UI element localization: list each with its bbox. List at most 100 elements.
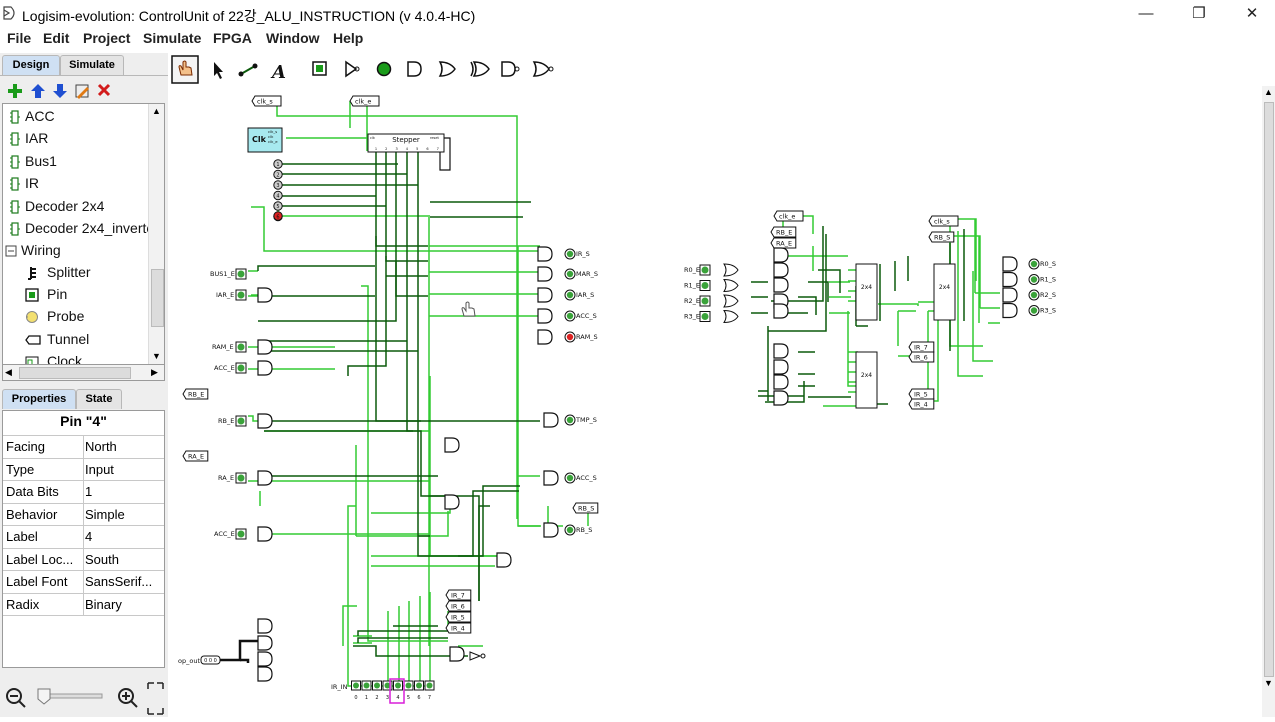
menu-project[interactable]: Project <box>83 30 131 46</box>
zoom-slider[interactable] <box>37 688 103 705</box>
and-gate-r1-2[interactable] <box>773 277 789 293</box>
and-gate-low-1[interactable] <box>257 635 273 651</box>
tunnel-rb-e[interactable]: RB_E <box>182 388 209 400</box>
tree-vertical-scrollbar[interactable]: ▲ ▼ <box>148 104 164 364</box>
input-pin-ra_e-5[interactable] <box>235 472 247 484</box>
and-gate-r1-4[interactable] <box>773 303 789 319</box>
and-gate-r1-0[interactable] <box>773 247 789 263</box>
select-tool-icon[interactable] <box>214 62 223 79</box>
and-gate-low-2[interactable] <box>257 651 273 667</box>
tree-item-acc[interactable]: ACC <box>3 107 147 129</box>
property-value[interactable]: SansSerif... <box>85 574 153 589</box>
scroll-right-icon[interactable]: ▶ <box>151 367 158 377</box>
not-gate[interactable] <box>469 651 482 661</box>
and-gate-r2-1[interactable] <box>773 359 789 375</box>
tab-state[interactable]: State <box>76 389 122 409</box>
tunnel-ir-4-2[interactable]: IR_4 <box>908 398 935 410</box>
tree-item-decoder-2x4[interactable]: Decoder 2x4 <box>3 197 147 219</box>
ir-in-pin-0[interactable] <box>351 680 361 691</box>
tunnel-ir-7-2[interactable]: IR_7 <box>908 341 935 353</box>
or-gate-reg-3[interactable] <box>723 309 739 324</box>
and-gate-low-3[interactable] <box>257 666 273 682</box>
property-value[interactable]: Simple <box>85 506 125 522</box>
text-tool-icon[interactable]: A <box>270 62 286 83</box>
nor-gate-tool-icon[interactable] <box>532 61 554 77</box>
property-value[interactable]: North <box>85 439 117 454</box>
menu-window[interactable]: Window <box>266 30 320 46</box>
edit-appearance-icon[interactable] <box>75 84 89 99</box>
close-window-button[interactable]: ✕ <box>1245 5 1259 22</box>
and-gate-tool-icon[interactable] <box>407 61 422 77</box>
tree-item-tunnel[interactable]: Tunnel <box>3 330 147 352</box>
and-gate-out-4[interactable] <box>537 329 553 345</box>
poke-tool-icon[interactable] <box>171 55 199 84</box>
move-down-icon[interactable] <box>53 84 67 98</box>
canvas-vertical-scrollbar[interactable]: ▲ ▼ <box>1262 86 1275 717</box>
and-gate-reg-out-1[interactable] <box>1002 271 1018 288</box>
tree-item-probe[interactable]: Probe <box>3 307 147 329</box>
tree-item-clock[interactable]: Clock <box>3 352 147 365</box>
and-gate-low-0[interactable] <box>257 618 273 634</box>
tunnel-ir-6-2[interactable]: IR_6 <box>908 351 935 363</box>
add-circuit-icon[interactable] <box>8 84 22 98</box>
and-gate-out-5[interactable] <box>543 412 559 428</box>
property-value[interactable]: Binary <box>85 596 122 612</box>
and-gate-in-3[interactable] <box>257 360 273 376</box>
reg-input-pin-r2_e[interactable] <box>699 295 711 307</box>
reg-input-pin-r0_e[interactable] <box>699 264 711 276</box>
reg-input-pin-r1_e[interactable] <box>699 280 711 291</box>
scroll-up-icon[interactable]: ▲ <box>152 106 161 116</box>
menu-file[interactable]: File <box>7 30 32 46</box>
zoom-in-icon[interactable] <box>118 688 138 708</box>
and-gate-in-4[interactable] <box>257 413 273 429</box>
move-up-icon[interactable] <box>31 84 45 98</box>
input-pin-acc_e-3[interactable] <box>235 362 247 374</box>
property-value[interactable]: South <box>85 551 119 567</box>
input-pin-acc_e-6[interactable] <box>235 528 247 540</box>
xor-gate-tool-icon[interactable] <box>470 61 490 77</box>
ir-in-pin-1[interactable] <box>361 680 372 691</box>
or-gate-tool-icon[interactable] <box>438 61 456 77</box>
tunnel-ra-e-2[interactable]: RA_E <box>770 237 797 249</box>
and-gate-out-1[interactable] <box>537 266 553 282</box>
ir-in-pin-4[interactable] <box>393 680 403 691</box>
wiring-tool-icon[interactable] <box>238 63 258 77</box>
tunnel-rb-e-2[interactable]: RB_E <box>770 226 797 238</box>
and-gate-r1-1[interactable] <box>773 262 789 278</box>
tree-horizontal-scrollbar[interactable]: ◀ ▶ <box>2 364 165 381</box>
minimize-button[interactable]: — <box>1138 5 1154 22</box>
input-pin-ram_e-2[interactable] <box>235 341 247 353</box>
canvas-scroll-up-icon[interactable]: ▲ <box>1264 87 1273 97</box>
and-gate-out-6[interactable] <box>543 470 559 486</box>
tab-properties[interactable]: Properties <box>2 389 76 409</box>
and-gate-reg-out-0[interactable] <box>1002 256 1018 272</box>
menu-edit[interactable]: Edit <box>43 30 70 46</box>
tree-scroll-thumb[interactable] <box>151 269 164 327</box>
tree-item-pin[interactable]: Pin <box>3 285 147 307</box>
and-gate-r2-2[interactable] <box>773 374 789 390</box>
tab-simulate[interactable]: Simulate <box>60 55 124 75</box>
tunnel-rb-s-2[interactable]: RB_S <box>928 231 955 243</box>
and-gate-mid-2[interactable] <box>444 494 460 510</box>
property-value[interactable]: 1 <box>85 484 93 499</box>
canvas-scroll-down-icon[interactable]: ▼ <box>1264 678 1273 688</box>
and-gate-in-1[interactable] <box>257 287 273 303</box>
nand-gate-tool-icon[interactable] <box>501 61 520 77</box>
and-gate-in-6[interactable] <box>257 526 273 542</box>
delete-circuit-icon[interactable] <box>97 83 111 97</box>
tree-item-bus1[interactable]: Bus1 <box>3 152 147 174</box>
decoder-1[interactable]: 2x4 <box>855 263 878 321</box>
tree-item-wiring[interactable]: Wiring <box>3 241 147 263</box>
tunnel-clk-e-2[interactable]: clk_e <box>773 210 804 222</box>
and-gate-mid-3[interactable] <box>496 552 512 568</box>
and-gate-reg-out-2[interactable] <box>1002 287 1018 303</box>
tab-design[interactable]: Design <box>2 55 60 75</box>
tunnel-rb-s[interactable]: RB_S <box>572 502 599 514</box>
scroll-down-icon[interactable]: ▼ <box>152 351 161 361</box>
property-value[interactable]: 4 <box>85 529 93 544</box>
menu-simulate[interactable]: Simulate <box>143 30 202 46</box>
